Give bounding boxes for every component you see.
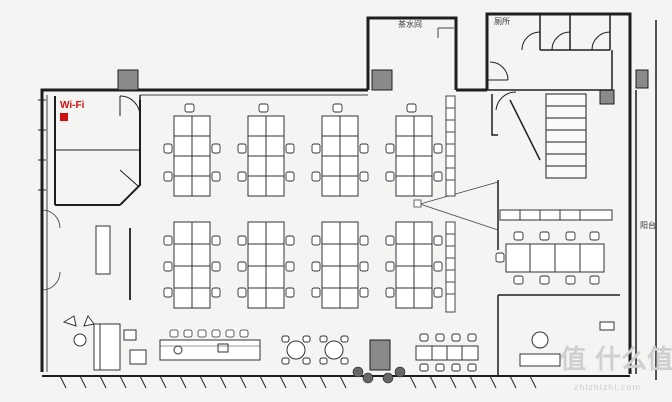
chairs xyxy=(163,103,443,298)
workstation-cluster xyxy=(173,115,433,197)
tea-room-label: 茶水间 xyxy=(398,19,422,29)
wifi-room xyxy=(54,95,141,206)
watermark-url: zhizhizhi.com xyxy=(574,383,641,392)
watermark-logo: 值 什么值得买 xyxy=(560,345,672,375)
tea-room xyxy=(437,27,454,38)
pillar-tea xyxy=(371,69,393,91)
pillar-left xyxy=(117,69,139,91)
workstation-cluster xyxy=(173,221,433,309)
window-hatching xyxy=(59,375,537,389)
counter-stools xyxy=(169,329,249,338)
staircase xyxy=(545,93,587,179)
plants xyxy=(352,366,406,384)
pillar-balcony xyxy=(635,69,649,89)
left-double-wall xyxy=(46,94,368,372)
meeting-table xyxy=(499,209,613,273)
wifi-label: Wi-Fi xyxy=(60,100,85,111)
dining-tables xyxy=(415,321,615,372)
projection-area xyxy=(413,181,499,231)
stair-landing xyxy=(491,91,541,161)
round-tables xyxy=(281,335,349,365)
left-window xyxy=(38,99,46,191)
balcony-label: 阳台 xyxy=(640,220,656,230)
meeting-chairs xyxy=(495,231,600,285)
storage-cabinets xyxy=(445,95,456,313)
restroom xyxy=(487,14,613,91)
kitchen-counter xyxy=(159,339,261,361)
pillars xyxy=(117,69,649,371)
pillar-bottom xyxy=(369,339,391,371)
projector-icon xyxy=(413,199,422,208)
pillar-right xyxy=(599,89,615,105)
inner-walls xyxy=(139,95,620,376)
balcony xyxy=(635,20,657,380)
wifi-router-icon xyxy=(60,113,68,121)
lounge-area xyxy=(41,209,147,371)
restroom-label: 厕所 xyxy=(494,16,510,26)
